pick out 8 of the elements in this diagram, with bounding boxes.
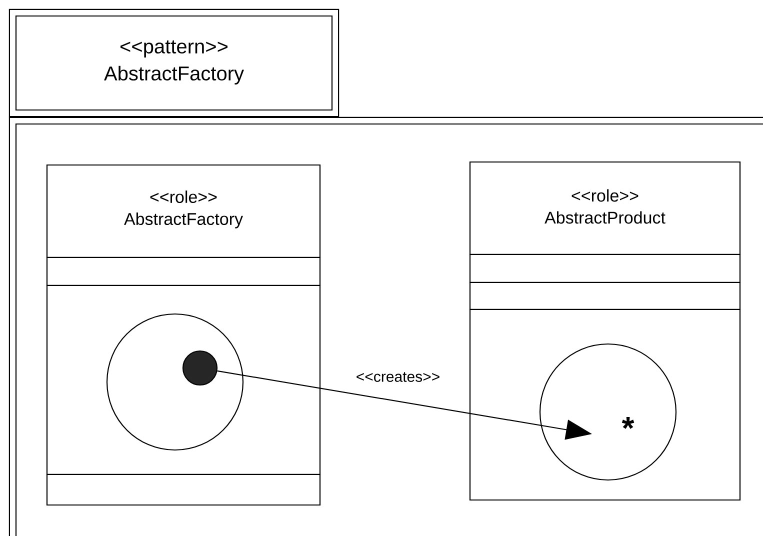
filled-dot xyxy=(182,350,218,386)
pattern-tab: <<pattern>> AbstractFactory xyxy=(8,8,340,118)
edge-label: <<creates>> xyxy=(356,372,440,382)
circle xyxy=(106,313,244,451)
pattern-frame xyxy=(8,116,763,536)
multiplicity-label: * xyxy=(622,417,634,429)
class-box: <<role>> AbstractFactory xyxy=(46,164,321,506)
circle xyxy=(539,343,677,481)
